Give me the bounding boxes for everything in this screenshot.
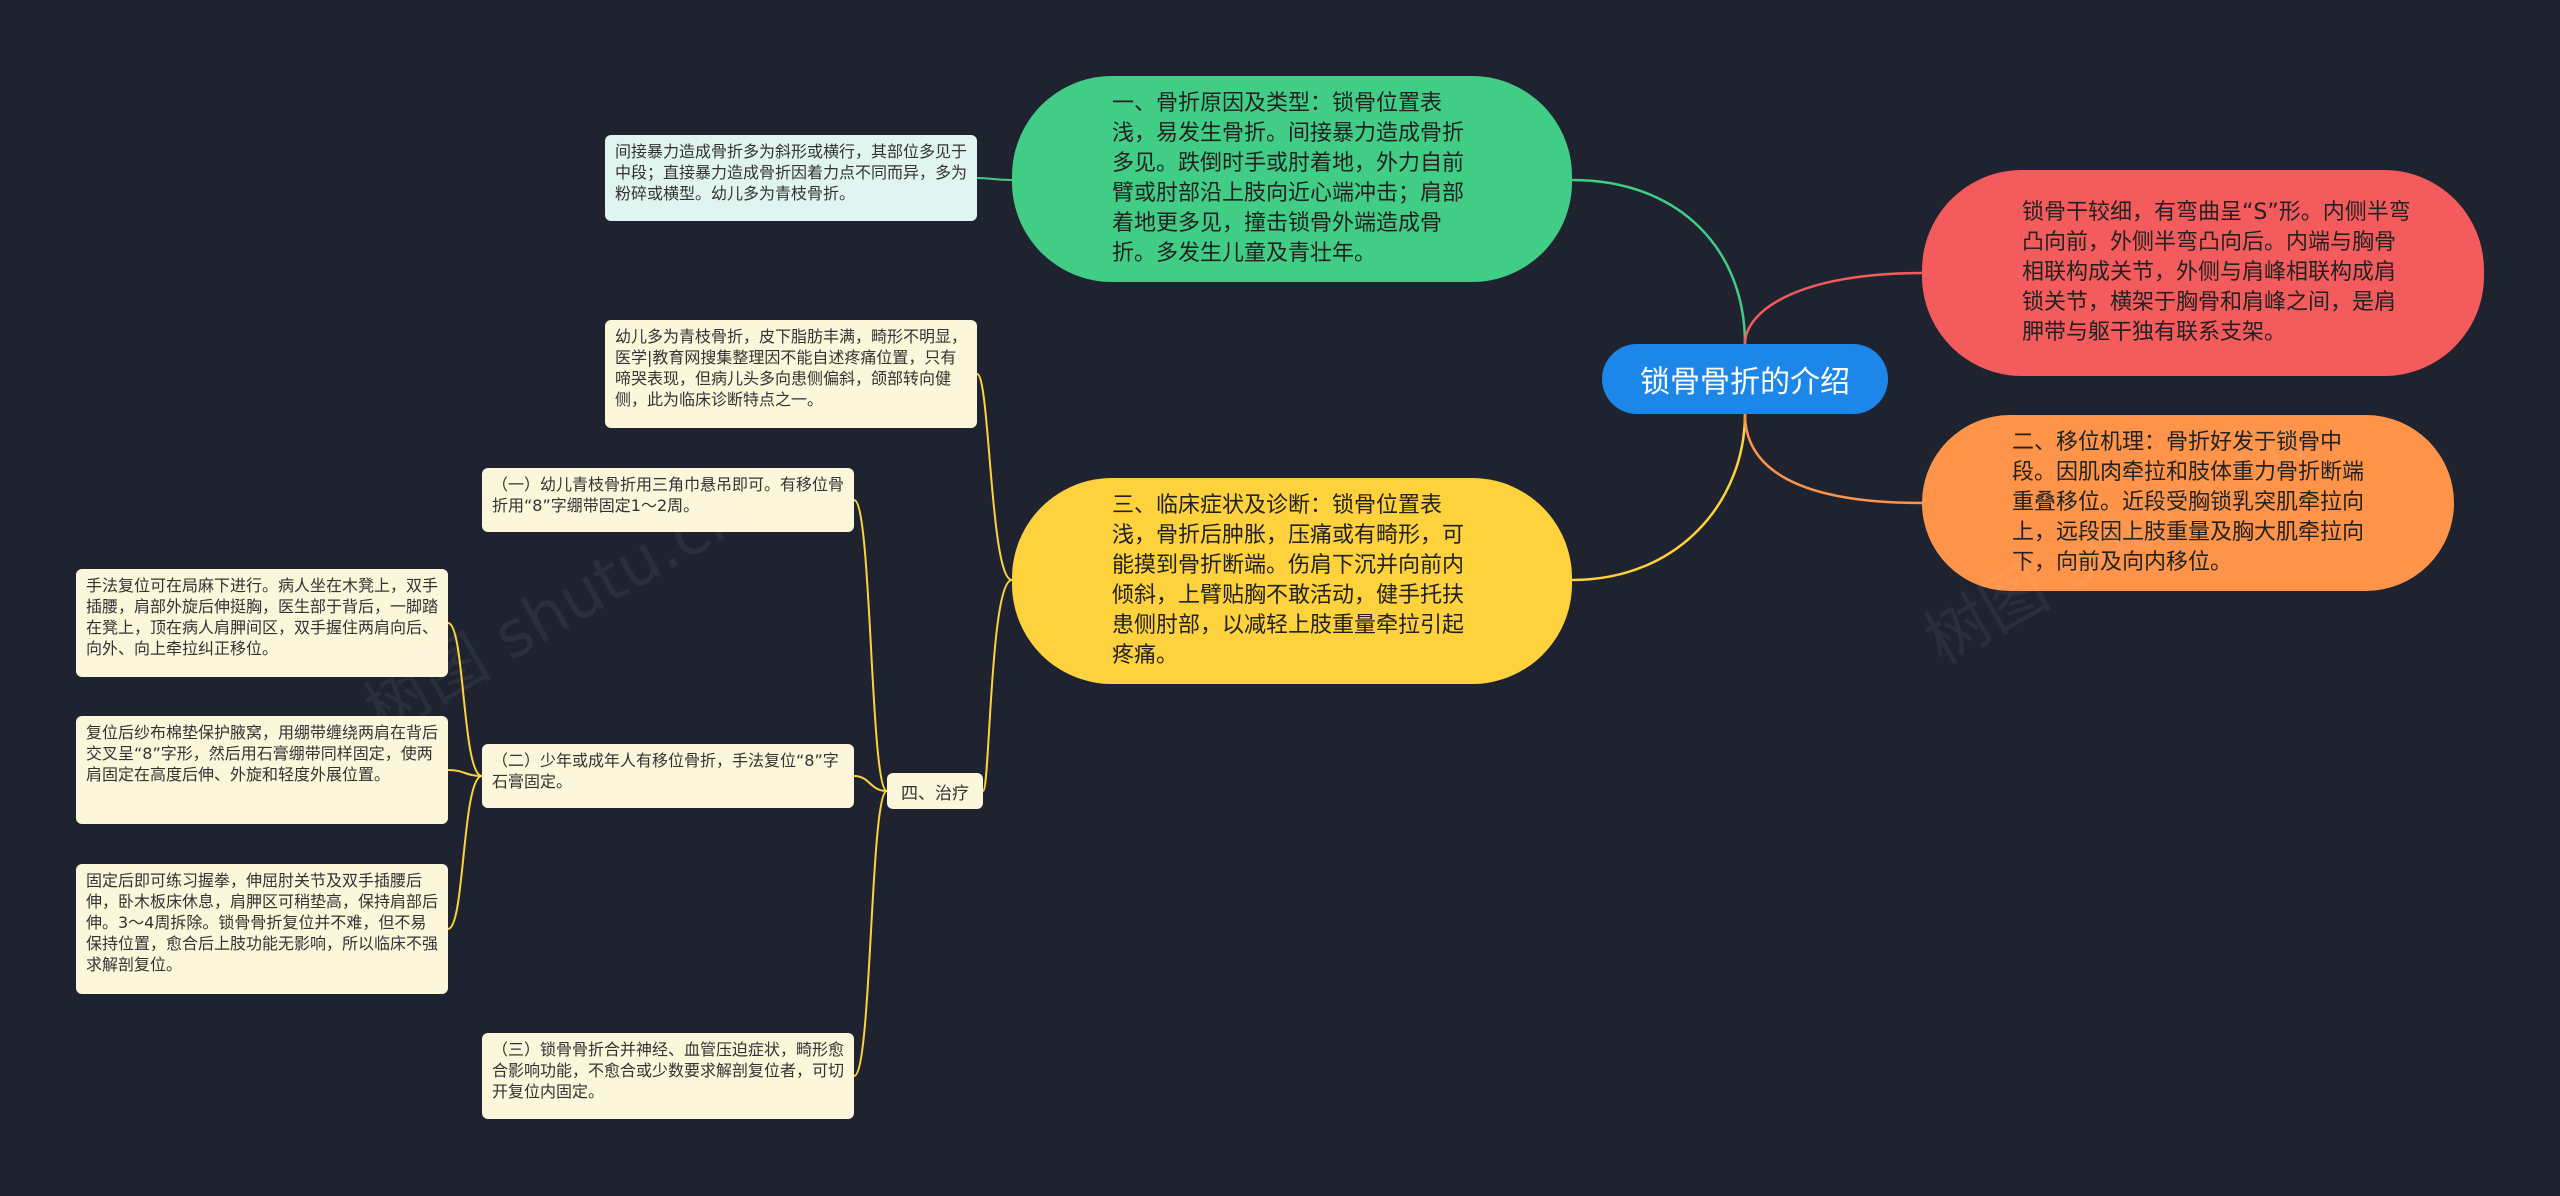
- treatment-subitem-rehab[interactable]: 固定后即可练习握拳，伸屈肘关节及双手插腰后伸，卧木板床休息，肩胛区可稍垫高，保持…: [76, 864, 448, 994]
- treatment-item-2[interactable]: （二）少年或成年人有移位骨折，手法复位“8”字石膏固定。: [482, 744, 854, 808]
- central-topic[interactable]: 锁骨骨折的介绍: [1602, 344, 1888, 414]
- treatment-subitem-fixation[interactable]: 复位后纱布棉垫保护腋窝，用绷带缠绕两肩在背后交叉呈“8”字形，然后用石膏绷带同样…: [76, 716, 448, 824]
- leaf-fracture-types[interactable]: 间接暴力造成骨折多为斜形或横行，其部位多见于中段；直接暴力造成骨折因着力点不同而…: [605, 135, 977, 221]
- treatment-item-1[interactable]: （一）幼儿青枝骨折用三角巾悬吊即可。有移位骨折用“8”字绷带固定1～2周。: [482, 468, 854, 532]
- leaf-infant-diagnosis[interactable]: 幼儿多为青枝骨折，皮下脂肪丰满，畸形不明显，医学|教育网搜集整理因不能自述疼痛位…: [605, 320, 977, 428]
- treatment-subitem-reduction[interactable]: 手法复位可在局麻下进行。病人坐在木凳上，双手插腰，肩部外旋后伸挺胸，医生部于背后…: [76, 569, 448, 677]
- branch-anatomy[interactable]: 锁骨干较细，有弯曲呈“S”形。内侧半弯凸向前，外侧半弯凸向后。内端与胸骨相联构成…: [1922, 170, 2484, 376]
- branch-symptoms-diagnosis[interactable]: 三、临床症状及诊断：锁骨位置表浅，骨折后肿胀，压痛或有畸形，可能摸到骨折断端。伤…: [1012, 478, 1572, 684]
- branch-causes-types[interactable]: 一、骨折原因及类型：锁骨位置表浅，易发生骨折。间接暴力造成骨折多见。跌倒时手或肘…: [1012, 76, 1572, 282]
- branch-treatment[interactable]: 四、治疗: [887, 773, 983, 809]
- treatment-item-3[interactable]: （三）锁骨骨折合并神经、血管压迫症状，畸形愈合影响功能，不愈合或少数要求解剖复位…: [482, 1033, 854, 1119]
- branch-displacement-mechanism[interactable]: 二、移位机理：骨折好发于锁骨中段。因肌肉牵拉和肢体重力骨折断端重叠移位。近段受胸…: [1922, 415, 2454, 591]
